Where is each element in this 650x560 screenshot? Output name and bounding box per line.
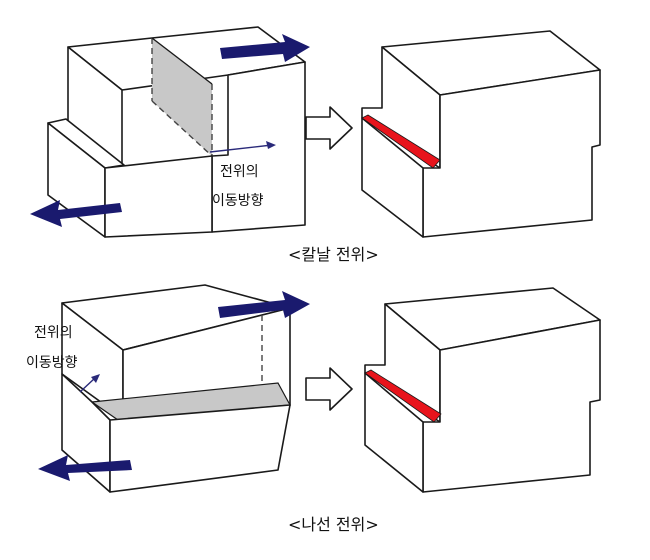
screw-shear-arrow-right xyxy=(218,291,310,318)
edge-dislocation-after xyxy=(361,30,601,238)
screw-direction-label-line1: 전위의 xyxy=(34,325,73,341)
screw-lower-right-face xyxy=(109,404,291,493)
screw-shear-arrow-left xyxy=(38,455,132,481)
screw-dislocation-before: 전위의 이동방향 xyxy=(26,284,310,493)
edge-lower-right-face xyxy=(104,155,213,238)
edge-dislocation-before: 전위의 이동방향 xyxy=(30,26,310,238)
screw-dislocation-after xyxy=(364,287,601,493)
edge-shear-arrow-left xyxy=(30,200,122,227)
edge-direction-label-line1: 전위의 xyxy=(220,164,259,180)
edge-after-lower-front-face xyxy=(361,117,424,238)
transition-arrow-top xyxy=(305,106,353,150)
screw-direction-label-line2: 이동방향 xyxy=(26,355,78,371)
edge-shear-arrow-right xyxy=(220,34,310,62)
edge-dislocation-step xyxy=(361,114,441,169)
transition-arrow-bottom xyxy=(305,367,353,411)
screw-direction-arrow xyxy=(79,377,96,393)
screw-after-lower-front-face xyxy=(364,372,424,493)
edge-extra-half-plane xyxy=(152,38,212,156)
edge-direction-arrow xyxy=(209,144,273,153)
edge-caption: <칼날 전위> xyxy=(288,245,379,264)
edge-after-right-face xyxy=(422,69,601,238)
screw-dislocation-step xyxy=(364,369,442,423)
screw-caption: <나선 전위> xyxy=(288,515,379,534)
edge-direction-label-line2: 이동방향 xyxy=(212,193,264,209)
